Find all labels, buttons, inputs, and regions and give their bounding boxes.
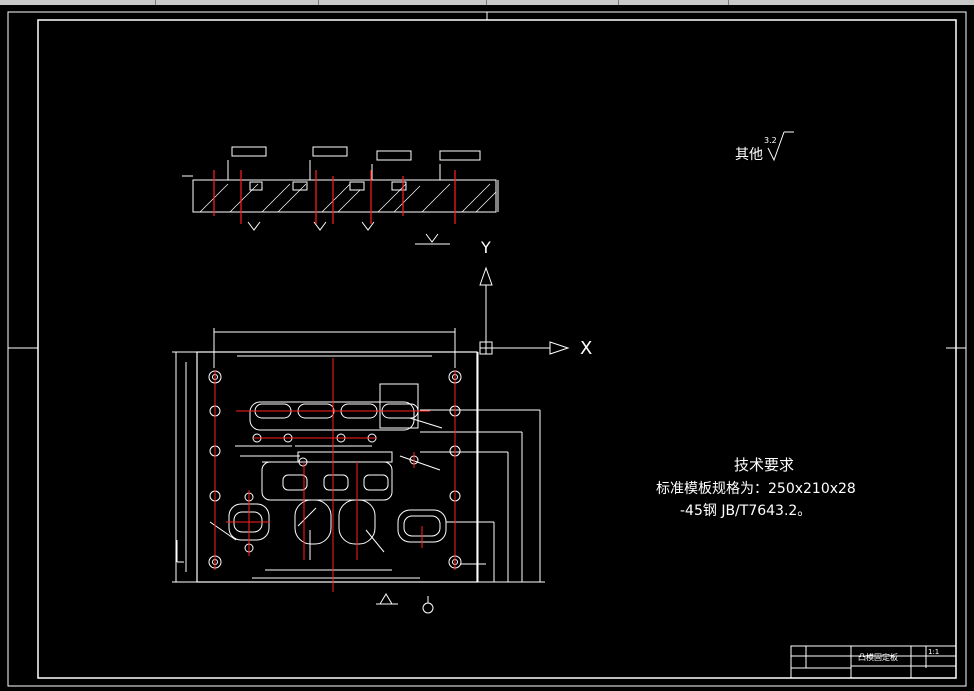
y-axis-label: Y (481, 238, 491, 257)
section-centerlines (213, 170, 456, 224)
coordinate-axes (479, 266, 570, 355)
tech-requirements-line-1: 标准模板规格为：250x210x28 (656, 481, 856, 497)
roughness-value: 3.2 (764, 136, 777, 145)
tech-requirements-line-2: -45钢 JB/T7643.2。 (680, 503, 812, 519)
title-block (790, 645, 957, 679)
drawing-frame (37, 19, 957, 679)
plan-centerlines (214, 358, 456, 592)
sheet-border (7, 11, 967, 687)
roughness-other-label: 其他 (735, 147, 763, 163)
section-view (182, 146, 499, 245)
tech-requirements-title: 技术要求 (734, 456, 795, 474)
tab-separator (728, 0, 729, 5)
title-block-scale: 1:1 (928, 648, 940, 656)
tab-separator (318, 0, 319, 5)
tab-separator (155, 0, 156, 5)
plan-view (172, 328, 545, 614)
title-block-part-name: 凸模固定板 (858, 653, 898, 662)
tab-separator (486, 0, 487, 5)
roughness-symbol (767, 131, 794, 162)
x-axis-label: X (580, 338, 593, 359)
tab-separator (618, 0, 619, 5)
window-tab-strip (0, 0, 974, 5)
